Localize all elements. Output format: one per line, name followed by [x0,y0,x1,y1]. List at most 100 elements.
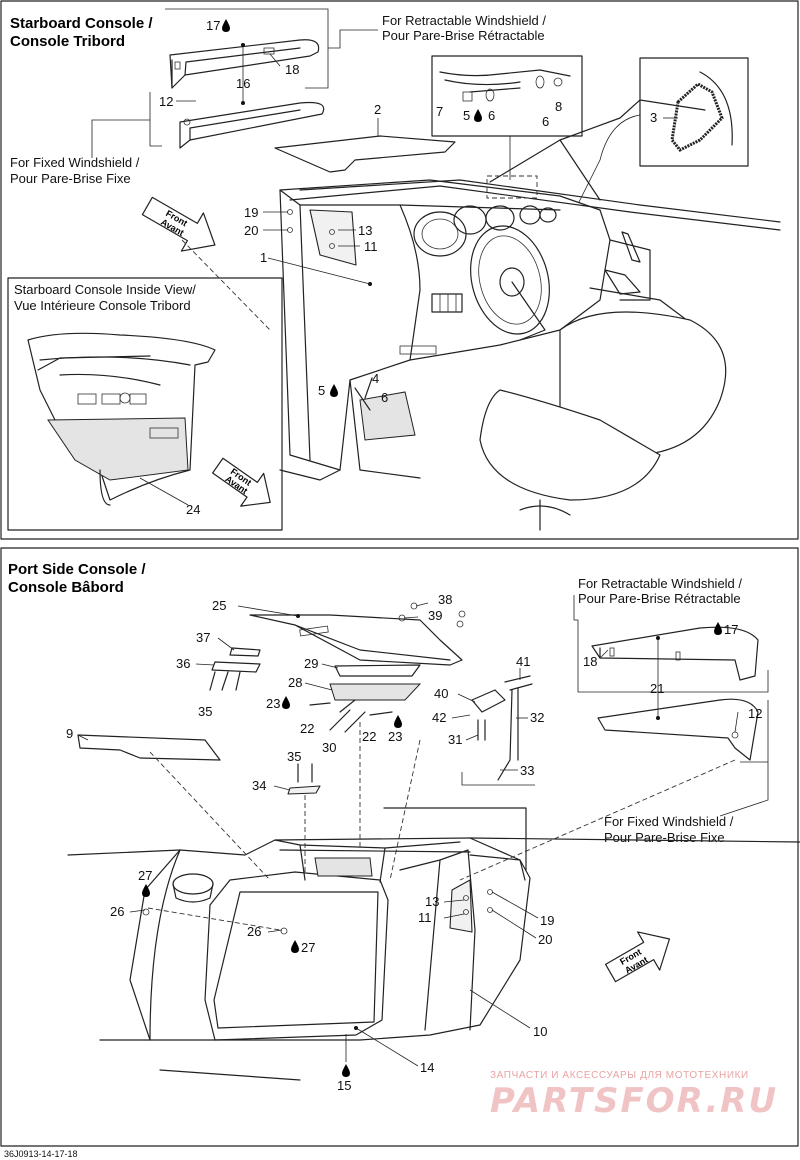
callout-12b: 12 [748,706,762,721]
starboard-retractable-fr: Pour Pare-Brise Rétractable [382,28,545,43]
callout-13b: 13 [425,894,439,909]
fixed-group-bracket [149,92,162,147]
leader-13b [443,899,465,903]
hw-26 [142,908,150,916]
callout-6: 6 [488,108,495,123]
watermark-logo: PARTSFOR.RU [490,1081,778,1121]
callout-20b: 20 [538,932,552,947]
port-title-fr: Console Bâbord [8,579,124,596]
bracket-group-line [461,772,535,786]
callout-19b: 19 [540,913,554,928]
retractable-detail-box [431,55,583,137]
part-32-stay [497,687,519,781]
callout-38: 38 [438,592,452,607]
hw-39b [458,610,466,618]
callout-6b: 6 [542,114,549,129]
callout-3: 3 [650,110,657,125]
point-14 [354,1026,358,1030]
leader-26 [129,909,146,913]
callout-8: 8 [555,99,562,114]
point-16 [241,101,245,105]
leader-10 [469,989,531,1029]
callout-29: 29 [304,656,318,671]
callout-10: 10 [533,1024,547,1039]
starboard-hinge-plate [309,209,357,266]
leader-34 [273,785,291,791]
callout-9: 9 [66,726,73,741]
port-fixed-fr: Pour Pare-Brise Fixe [604,830,725,845]
figure-code: 36J0913-14-17-18 [4,1149,78,1159]
front-arrow-port: Front Avant [604,931,671,983]
callout-14: 14 [420,1060,434,1075]
callout-13: 13 [358,223,372,238]
callout-27: 27 [138,868,152,883]
callout-1: 1 [260,250,267,265]
dash-fixed [459,759,736,881]
hw-13b [463,895,469,901]
callout-15: 15 [337,1078,351,1093]
threadlocker-icon-4 [394,715,402,728]
callout-41: 41 [516,654,530,669]
part-35-screws [209,671,241,691]
leader-42 [451,714,471,719]
port-hinge-plate [449,879,473,933]
callout-22b: 22 [362,729,376,744]
leader-29 [321,663,339,669]
callout-18b: 18 [583,654,597,669]
starboard-seat [479,311,727,531]
inside-view-box [7,277,283,531]
leader-40 [457,693,476,703]
callout-12: 12 [159,94,173,109]
port-console-body [67,837,800,1081]
callout-19: 19 [244,205,258,220]
starboard-console-top-retractable [169,39,320,89]
leader-9 [77,734,89,741]
screw-23a [309,702,331,706]
part-31-bolt [477,719,486,741]
point-21a [656,636,660,640]
point-17 [241,43,245,47]
retractable-hardware-detail [439,69,571,102]
windshield-frame-2 [559,139,601,201]
callout-40: 40 [434,686,448,701]
port-retractable-fr: Pour Pare-Brise Rétractable [578,591,741,606]
port-console-top-retractable [591,626,759,681]
sealant-icon-3 [342,1064,350,1077]
leader-19b [491,891,539,919]
threadlocker-icon-2 [330,384,338,397]
seal-detail-box [639,57,749,167]
port-panel-frame [0,547,799,1147]
callout-5b: 5 [318,383,325,398]
leader-1 [267,257,371,285]
starboard-under-panel [359,391,416,441]
callout-6c: 6 [381,390,388,405]
leader-18b [599,649,609,659]
callout-37: 37 [196,630,210,645]
windshield-frame [489,99,641,183]
screw-30 [329,709,366,733]
part-40-bracket [471,689,506,713]
inside-view-dashline [181,239,271,331]
callout-42: 42 [432,710,446,725]
callout-27b: 27 [301,940,315,955]
starboard-fixed-fr: Pour Pare-Brise Fixe [10,171,131,186]
callout-20: 20 [244,223,258,238]
leader-31 [465,734,479,741]
seal-detail-contour [699,71,733,146]
callout-36: 36 [176,656,190,671]
callout-32: 32 [530,710,544,725]
callout-24: 24 [186,502,200,517]
callout-11: 11 [364,239,378,254]
windshield-top-edge [299,179,781,223]
front-arrow-starboard-top: Front Avant [141,196,216,252]
callout-22: 22 [300,721,314,736]
callout-17b: 17 [724,622,738,637]
callout-31: 31 [448,732,462,747]
port-title-en: Port Side Console / [8,561,146,578]
callout-26: 26 [110,904,124,919]
watermark-tagline: ЗАПЧАСТИ И АКСЕССУАРЫ ДЛЯ МОТОТЕХНИКИ [490,1070,749,1081]
starboard-console-body [279,179,701,481]
callout-35: 35 [198,704,212,719]
